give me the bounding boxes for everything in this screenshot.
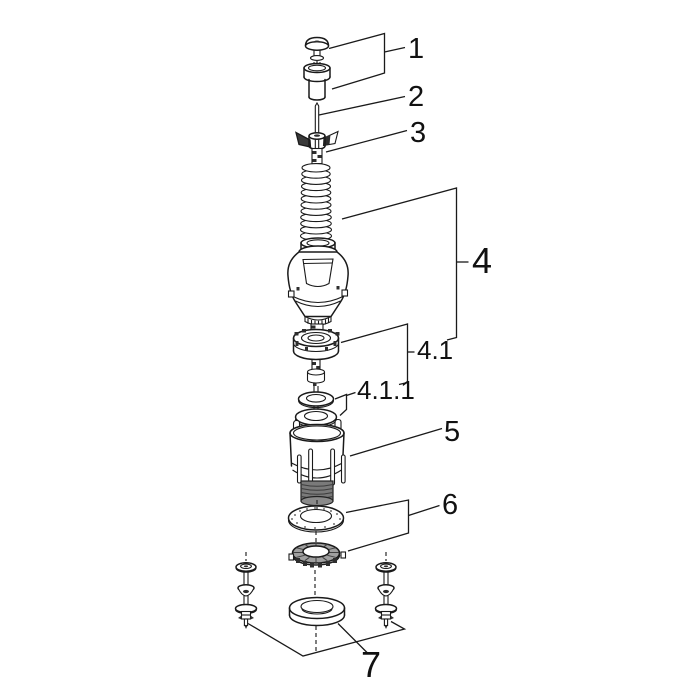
part-7-seal-ring: [288, 596, 346, 627]
part-7-right-bolt: [374, 551, 398, 630]
part-4-bellows-valve-body: [287, 163, 349, 341]
callout-label-6: 6: [442, 489, 458, 521]
part-5-valve-cup: [289, 418, 346, 507]
callout-label-7: 7: [361, 644, 381, 685]
part-4-1-1-seal-washers: [294, 391, 338, 428]
part-1-push-button: [303, 36, 331, 101]
part-6-gasket-and-lock-nut: [287, 505, 347, 568]
callout-label-4-1-1: 4.1.1: [357, 375, 415, 405]
callout-lines: [247, 32, 469, 657]
part-3-wing-toggle: [295, 130, 339, 169]
callout-label-5: 5: [444, 416, 460, 448]
part-7-left-bolt: [234, 551, 258, 630]
callout-label-2: 2: [408, 81, 424, 113]
callout-labels: 1 2 3 4 4.1 4.1.1 5 6 7: [357, 33, 492, 685]
callout-label-4-1: 4.1: [417, 335, 453, 365]
callout-label-3: 3: [410, 117, 426, 149]
callout-label-1: 1: [408, 33, 424, 65]
center-axis-dashes: [314, 500, 318, 651]
part-4-1-piston-insert: [292, 328, 340, 432]
callout-label-4: 4: [472, 240, 492, 281]
